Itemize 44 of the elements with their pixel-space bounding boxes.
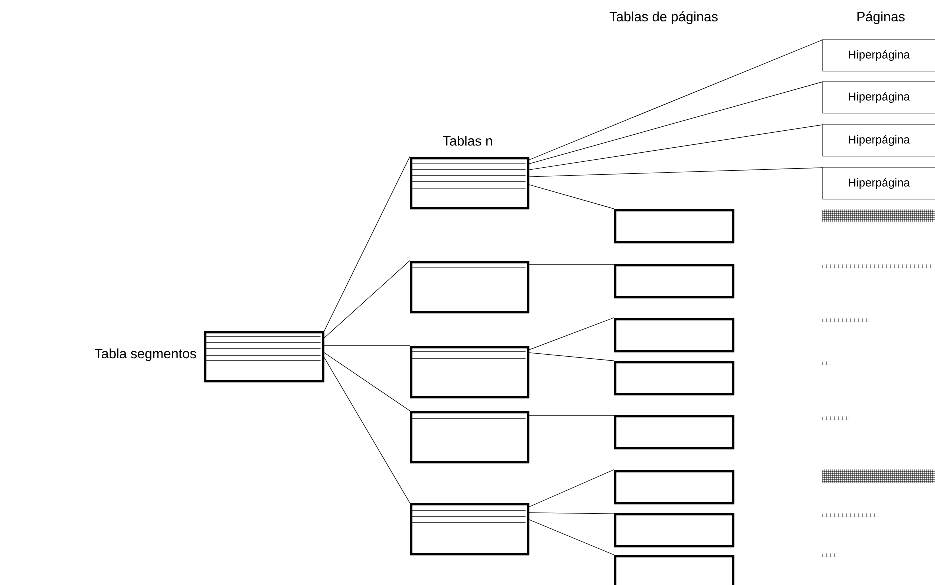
connector-line xyxy=(529,318,614,350)
connector-line xyxy=(324,358,410,504)
table-box xyxy=(614,264,735,299)
table-box xyxy=(614,414,735,450)
page-bar xyxy=(823,362,832,366)
connector-line xyxy=(529,264,614,266)
page-bar xyxy=(823,318,872,322)
table-box xyxy=(614,360,735,396)
connector-line xyxy=(529,352,614,362)
table-box xyxy=(410,410,530,464)
page-bar xyxy=(822,470,935,484)
page-bar xyxy=(823,514,880,518)
column-heading: Tablas de páginas xyxy=(610,12,718,24)
page-bar xyxy=(822,210,935,222)
page-box: Hiperpágina xyxy=(822,82,935,114)
table-box xyxy=(614,554,735,585)
connector-line xyxy=(529,168,824,178)
table-box xyxy=(614,512,735,548)
table-box xyxy=(614,318,735,353)
table-box xyxy=(410,156,530,210)
column-heading: Páginas xyxy=(858,12,905,24)
page-bar xyxy=(823,416,850,420)
connector-line xyxy=(529,520,614,556)
connector-line xyxy=(529,512,614,514)
connector-line xyxy=(529,184,614,210)
page-bar xyxy=(823,554,838,558)
connector-line xyxy=(324,260,410,338)
table-box xyxy=(614,470,735,505)
table-box xyxy=(410,502,530,556)
table-label: Tabla segmentos xyxy=(95,348,196,362)
table-box xyxy=(614,208,735,244)
page-box: Hiperpágina xyxy=(822,40,935,72)
connector-line xyxy=(529,82,824,164)
connector-line xyxy=(529,470,614,508)
page-box: Hiperpágina xyxy=(822,168,935,200)
table-box xyxy=(410,346,530,399)
page-box: Hiperpágina xyxy=(822,124,935,157)
column-heading: Tablas n xyxy=(443,136,492,146)
connector-line xyxy=(529,40,824,160)
connector-line xyxy=(529,124,824,170)
connector-line xyxy=(324,156,410,332)
table-box xyxy=(410,260,530,314)
page-bar xyxy=(823,264,935,268)
connector-line xyxy=(324,352,410,412)
